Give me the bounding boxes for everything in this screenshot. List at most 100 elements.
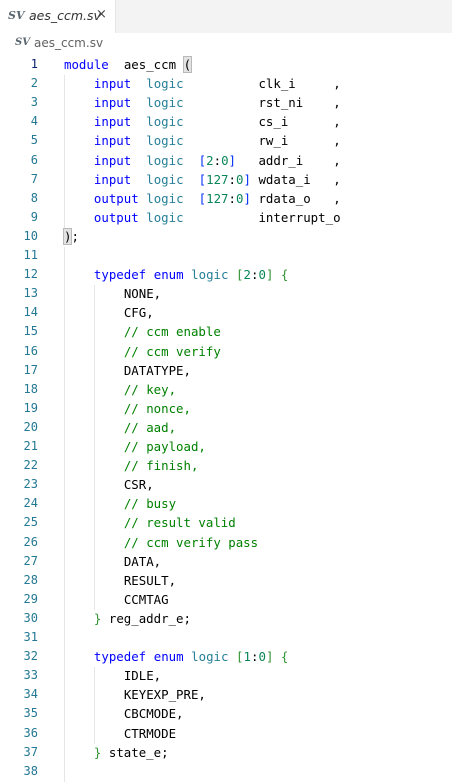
line-number: 4 (30, 114, 38, 129)
code-line[interactable]: 24// busy (0, 495, 452, 514)
code-token: 2 (206, 152, 214, 168)
line-number: 7 (30, 171, 38, 186)
code-line[interactable]: 21// payload, (0, 438, 452, 457)
code-token: clk_i (258, 76, 296, 92)
code-line[interactable]: 11 (0, 247, 452, 266)
code-token: ] (265, 649, 274, 665)
code-token: // payload, (123, 439, 206, 454)
code-line[interactable]: 18// key, (0, 381, 452, 400)
code-token: output (93, 190, 139, 206)
code-token: 127 (206, 190, 229, 206)
code-line[interactable]: 37}state_e; (0, 744, 452, 763)
line-number: 14 (23, 305, 38, 320)
line-number: 25 (23, 515, 38, 530)
code-token: CTRMODE (123, 725, 177, 741)
code-token: [ (198, 171, 207, 187)
code-token: } (93, 744, 102, 760)
line-number: 8 (30, 190, 38, 205)
code-token: 0 (221, 152, 229, 168)
breadcrumb-file[interactable]: aes_ccm.sv (34, 36, 104, 50)
line-number: 10 (23, 228, 38, 243)
code-token: enum (153, 649, 184, 665)
line-number: 5 (30, 133, 38, 148)
code-token: { (280, 267, 289, 283)
code-line[interactable]: 22// finish, (0, 457, 452, 476)
code-token: 0 (258, 649, 266, 665)
line-number: 30 (23, 610, 38, 625)
code-token: : (251, 649, 259, 665)
line-number: 19 (23, 400, 38, 415)
code-line[interactable]: 10); (0, 227, 452, 247)
code-line[interactable]: 25 // result valid (0, 514, 452, 533)
code-token: addr_i (258, 152, 304, 168)
code-token: enum (153, 267, 184, 283)
code-token: NONE, (123, 286, 162, 302)
close-icon[interactable]: × (96, 7, 107, 22)
code-token: DATA, (123, 553, 162, 569)
code-line[interactable]: 30}reg_addr_e; (0, 610, 452, 629)
code-token: rst_ni (258, 95, 304, 111)
code-token: logic (191, 649, 229, 665)
code-token: : (228, 171, 237, 187)
code-line[interactable]: 38 (0, 763, 452, 782)
code-token: logic (146, 114, 184, 130)
systemverilog-file-icon: SV (15, 37, 30, 48)
code-line[interactable]: 31 (0, 629, 452, 648)
code-token: typedef (93, 649, 147, 665)
line-number: 12 (23, 267, 38, 282)
code-token: 0 (236, 190, 244, 206)
code-line[interactable]: 15// ccm enable (0, 323, 452, 342)
line-number: 28 (23, 572, 38, 587)
code-token: // finish, (123, 458, 199, 474)
indent-guide (94, 667, 95, 744)
line-number: 26 (23, 534, 38, 549)
code-token: logic (191, 267, 229, 283)
code-line[interactable]: 20// aad, (0, 419, 452, 438)
code-token: wdata_i (258, 171, 311, 187)
code-token: // result valid (123, 515, 236, 531)
tab-aes-ccm[interactable]: SV aes_ccm.sv × (0, 0, 116, 33)
code-token: [ (198, 190, 207, 206)
code-token: ] (243, 171, 251, 187)
code-token: logic (146, 209, 184, 225)
breadcrumb: SV aes_ccm.sv (0, 33, 452, 55)
line-number: 29 (23, 591, 38, 606)
code-line[interactable]: 16// ccm verify (0, 343, 452, 362)
code-token: DATATYPE, (123, 362, 191, 378)
code-token: logic (146, 152, 184, 168)
code-token: logic (146, 171, 184, 187)
code-token: KEYEXP_PRE, (123, 687, 206, 703)
line-number: 23 (23, 477, 38, 492)
code-token: ] (265, 267, 274, 283)
code-token: input (93, 133, 132, 149)
code-line[interactable]: 19// nonce, (0, 400, 452, 419)
code-token: // ccm enable (123, 324, 221, 340)
code-line[interactable]: 26// ccm verify pass (0, 534, 452, 553)
code-token: input (93, 152, 132, 168)
code-token: ; (71, 228, 79, 244)
code-token: 0 (258, 267, 266, 283)
